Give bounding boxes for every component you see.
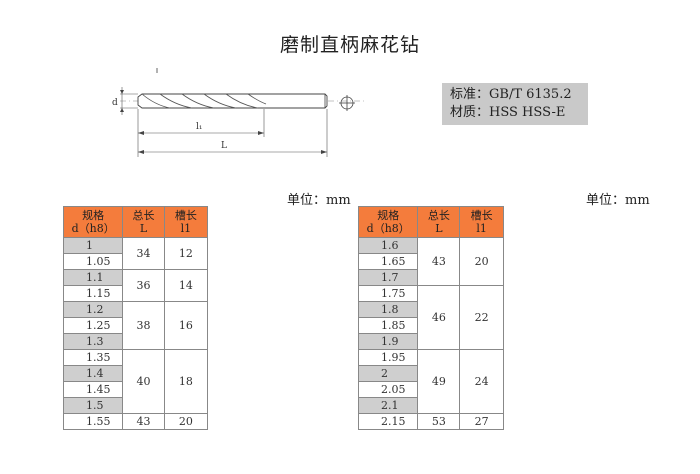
header-flute-length-line: 槽长 xyxy=(470,209,493,222)
size-cell: 1.9 xyxy=(357,333,419,350)
flute-length-cell: 18 xyxy=(163,349,209,414)
table-row: 1.15 xyxy=(62,285,208,302)
header-size-line: 规格 xyxy=(377,209,400,222)
flute-spirals xyxy=(141,93,267,109)
label-d: d xyxy=(112,98,118,108)
size-cell: 1.05 xyxy=(62,253,124,270)
header-flute-length-line: 槽长 xyxy=(174,209,197,222)
total-length-cell: 34 xyxy=(122,237,165,270)
header-size-line: d（h8） xyxy=(366,222,410,235)
total-length-cell: 38 xyxy=(122,301,165,350)
flute-length-cell: 16 xyxy=(163,301,209,350)
table-row: 1.85 xyxy=(357,317,504,334)
table-row: 2.1 xyxy=(357,397,504,414)
standard-text: 标准：GB/T 6135.2 xyxy=(450,87,572,102)
size-cell: 2 xyxy=(357,365,419,382)
size-cell: 1.6 xyxy=(357,237,419,254)
size-cell: 1.1 xyxy=(62,269,124,286)
page-title: 磨制直柄麻花钻 xyxy=(279,34,420,56)
size-cell: 1.45 xyxy=(62,381,124,398)
size-cell: 1.35 xyxy=(62,349,124,366)
total-length-cell: 53 xyxy=(417,413,461,430)
header-size-line: d（h8） xyxy=(71,222,115,235)
size-cell: 1 xyxy=(62,237,124,254)
total-length-cell: 40 xyxy=(122,349,165,414)
size-cell: 1.65 xyxy=(357,253,419,270)
flute-length-cell: 22 xyxy=(459,285,504,350)
total-length-cell: 49 xyxy=(417,349,461,414)
unit-label-left: 单位：mm xyxy=(287,193,351,208)
header-flute-length-line: l1 xyxy=(476,222,487,235)
label-L: L xyxy=(221,141,227,151)
header-size-line: 规格 xyxy=(82,209,105,222)
table-row: 1.8 xyxy=(357,301,504,318)
size-cell: 2.15 xyxy=(357,413,419,430)
flute-length-cell: 27 xyxy=(459,413,504,430)
flute-length-cell: 12 xyxy=(163,237,209,270)
size-cell: 2.05 xyxy=(357,381,419,398)
size-cell: 1.15 xyxy=(62,285,124,302)
table-row: 1.5 xyxy=(62,397,208,414)
size-cell: 1.25 xyxy=(62,317,124,334)
size-cell: 2.1 xyxy=(357,397,419,414)
header-total-length-line: L xyxy=(435,222,443,235)
label-l1: l₁ xyxy=(196,122,203,132)
total-length-cell: 43 xyxy=(417,237,461,286)
table-row: 1.7 xyxy=(357,269,504,286)
table-row: 1.4 xyxy=(62,365,208,382)
flute-length-cell: 24 xyxy=(459,349,504,414)
size-cell: 1.3 xyxy=(62,333,124,350)
flute-length-cell: 20 xyxy=(163,413,209,430)
size-cell: 1.5 xyxy=(62,397,124,414)
size-cell: 1.7 xyxy=(357,269,419,286)
size-cell: 1.55 xyxy=(62,413,124,430)
total-length-cell: 43 xyxy=(122,413,165,430)
drill-drawing: d l₁ L xyxy=(112,68,365,157)
material-text: 材质：HSS HSS-E xyxy=(450,105,566,120)
total-length-cell: 46 xyxy=(417,285,461,350)
header-total-length-line: 总长 xyxy=(427,209,450,222)
size-cell: 1.8 xyxy=(357,301,419,318)
drill-body xyxy=(137,93,328,109)
size-cell: 1.95 xyxy=(357,349,419,366)
flute-length-cell: 20 xyxy=(459,237,504,286)
header-flute-length-line: l1 xyxy=(180,222,192,235)
total-length-cell: 36 xyxy=(122,269,165,302)
spec-box: 标准：GB/T 6135.2 材质：HSS HSS-E xyxy=(442,83,588,125)
header-total-length-line: L xyxy=(139,222,148,235)
table-row: 1.9 xyxy=(357,333,504,350)
flute-length-cell: 14 xyxy=(163,269,209,302)
table-row: 1.3 xyxy=(62,333,208,350)
unit-label-right: 单位：mm xyxy=(586,193,650,208)
header-total-length-line: 总长 xyxy=(132,209,155,222)
size-cell: 1.75 xyxy=(357,285,419,302)
size-cell: 1.2 xyxy=(62,301,124,318)
size-cell: 1.4 xyxy=(62,365,124,382)
end-view xyxy=(339,95,355,111)
size-cell: 1.85 xyxy=(357,317,419,334)
